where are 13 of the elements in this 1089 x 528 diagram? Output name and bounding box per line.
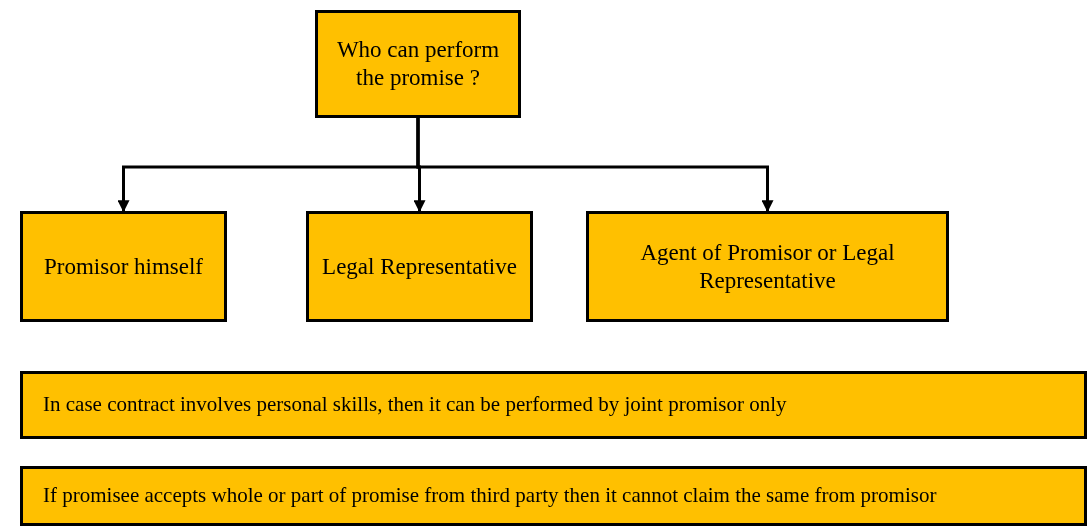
process-box bbox=[586, 211, 949, 322]
process-box bbox=[20, 211, 227, 322]
note-box bbox=[20, 371, 1087, 439]
box-text: In case contract involves personal skills, then it can be performed by joint promisor only bbox=[43, 392, 787, 418]
box-text: If promisee accepts whole or part of promise from third party then it cannot claim the same from promisor bbox=[43, 483, 937, 509]
box-text: Who can perform the promise ? bbox=[335, 36, 501, 92]
note-box bbox=[20, 466, 1087, 526]
box-text: Promisor himself bbox=[43, 252, 204, 281]
box-text: Agent of Promisor or Legal Representative bbox=[639, 238, 896, 295]
arrow bbox=[416, 118, 774, 213]
process-box bbox=[315, 10, 521, 118]
process-box bbox=[306, 211, 533, 322]
box-text: Legal Representative bbox=[322, 252, 517, 281]
